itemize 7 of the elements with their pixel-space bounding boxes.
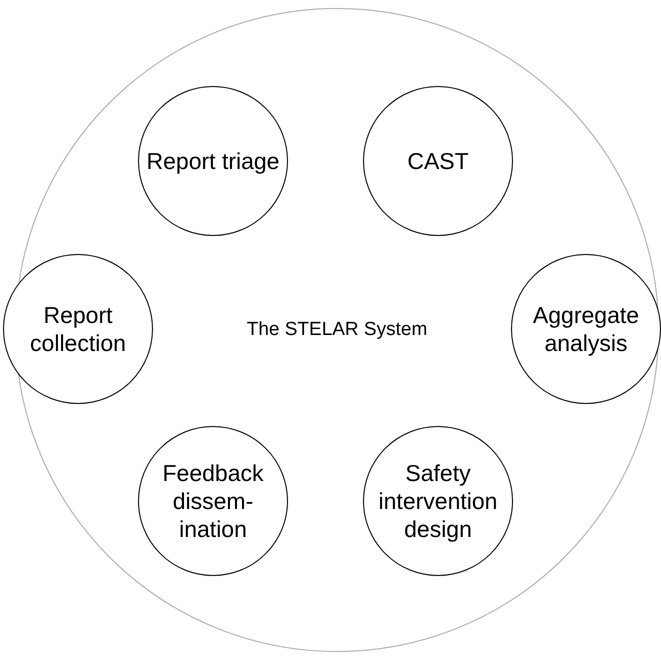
process-label: Report triage [146, 147, 280, 175]
process-label: Feedback dissem- ination [161, 459, 264, 543]
process-label: Safety intervention design [378, 459, 498, 543]
process-label: Aggregate analysis [532, 301, 640, 357]
system-title: The STELAR System [246, 319, 428, 341]
process-label: CAST [406, 147, 470, 175]
process-label: Report collection [29, 301, 127, 357]
